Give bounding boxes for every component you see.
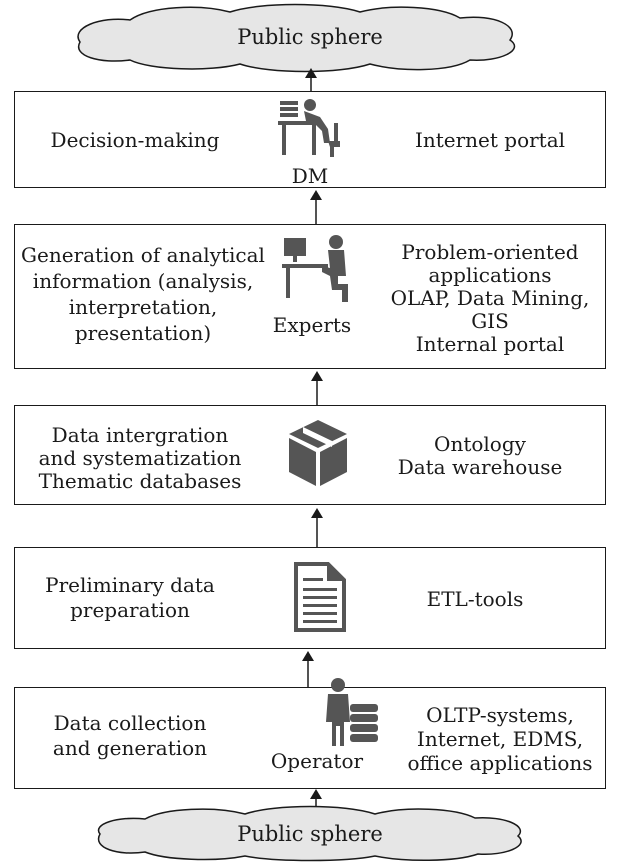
layer3-left-line3: Thematic databases — [38, 469, 242, 493]
layer2-right-line4: GIS — [471, 309, 509, 333]
arrow-2 — [310, 190, 322, 224]
layer4-left-line1: Preliminary data — [45, 573, 215, 597]
layer5-right-line2: Internet, EDMS, — [416, 727, 584, 751]
layer2-right-line3: OLAP, Data Mining, — [390, 286, 590, 310]
layer5-right-line1: OLTP-systems, — [426, 703, 574, 727]
layer-data-collection — [14, 687, 606, 789]
layer2-right-line5: Internal portal — [415, 332, 565, 356]
layer2-left-line3: interpretation, — [68, 295, 218, 319]
layer5-left-line2: and generation — [52, 736, 208, 760]
operator-stack-icon — [326, 678, 378, 746]
layer4-left-line2: preparation — [70, 598, 190, 622]
arrow-1 — [305, 68, 317, 92]
layer1-right-line1: Internet portal — [414, 128, 566, 152]
layer5-left-line1: Data collection — [53, 711, 207, 735]
layer2-left-line1: Generation of analytical — [21, 243, 265, 267]
layer1-actor: DM — [291, 164, 329, 188]
layer2-left-line2: information (analysis, — [32, 269, 254, 293]
layer3-right-line2: Data warehouse — [397, 455, 563, 479]
tired-worker-desk-icon — [278, 99, 340, 157]
layer2-right-line2: applications — [428, 263, 552, 287]
layer2-right-line1: Problem-oriented — [401, 240, 579, 264]
expert-computer-icon — [282, 235, 348, 302]
arrow-3 — [311, 371, 323, 405]
top-cloud-shape — [77, 3, 516, 73]
document-icon — [294, 562, 346, 632]
layer1-left-line1: Decision-making — [50, 128, 220, 152]
box-package-icon — [289, 420, 347, 486]
layer5-right-line3: office applications — [407, 751, 593, 775]
layer-analytical-information — [14, 224, 606, 369]
arrow-5 — [302, 651, 314, 687]
bottom-cloud-label: Public sphere — [237, 822, 383, 846]
layer2-actor: Experts — [272, 313, 352, 337]
layer4-right-line1: ETL-tools — [426, 587, 524, 611]
layer3-left-line1: Data intergration — [51, 423, 229, 447]
layer3-left-line2: and systematization — [38, 446, 242, 470]
layer5-actor: Operator — [270, 749, 364, 773]
layer3-right-line1: Ontology — [434, 432, 526, 456]
arrow-4 — [311, 508, 323, 548]
top-cloud-label: Public sphere — [237, 25, 383, 49]
layer2-left-line4: presentation) — [74, 321, 212, 345]
